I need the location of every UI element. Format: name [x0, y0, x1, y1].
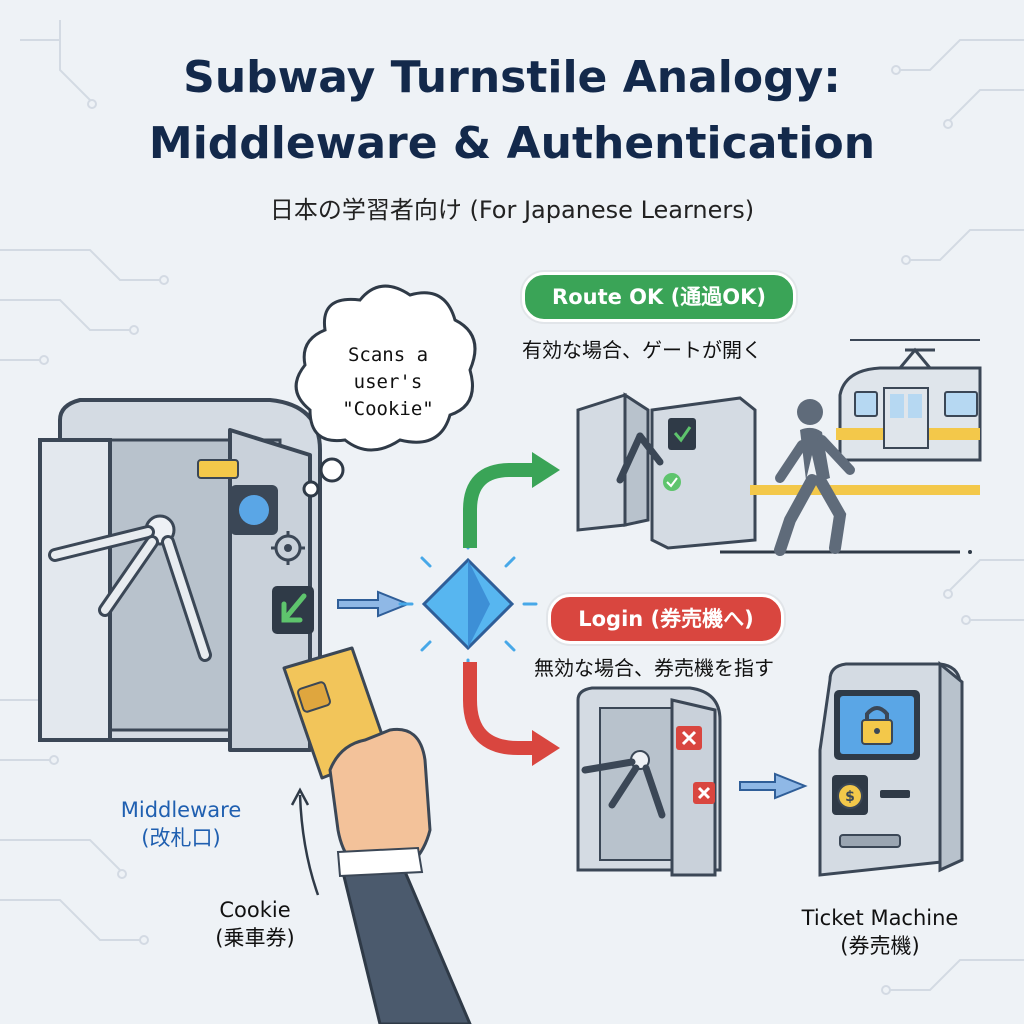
ticket-machine-label-line-1: Ticket Machine	[801, 906, 959, 930]
ticket-machine-label-line-2: (券売機)	[840, 934, 920, 958]
ticket-machine: $	[818, 660, 964, 877]
thought-bubble	[294, 284, 477, 498]
x-mark-icon	[681, 730, 697, 746]
arrow-to-decision	[337, 590, 411, 618]
lock-icon	[861, 706, 893, 745]
circuit-decoration	[0, 20, 1024, 995]
cookie-label-line-1: Cookie	[219, 898, 291, 922]
walking-person	[774, 399, 855, 556]
main-turnstile	[38, 398, 322, 752]
check-icon	[673, 426, 692, 443]
title-line-1: Subway Turnstile Analogy:	[183, 52, 841, 103]
success-badge: Route OK (通過OK)	[522, 272, 796, 322]
middleware-label: Middleware (改札口)	[86, 796, 276, 852]
failure-badge: Login (券売機へ)	[548, 594, 784, 644]
svg-text:$: $	[845, 789, 855, 805]
middleware-label-line-1: Middleware	[120, 798, 242, 822]
failure-arrowhead	[532, 730, 560, 766]
middleware-label-line-2: (改札口)	[141, 826, 221, 850]
cookie-label-line-2: (乗車券)	[215, 926, 295, 950]
ticket-machine-label: Ticket Machine (券売機)	[770, 904, 990, 960]
subtitle: 日本の学習者向け (For Japanese Learners)	[269, 196, 755, 224]
arrow-to-ticket-machine	[739, 772, 808, 800]
open-gate	[576, 392, 757, 550]
failure-caption: 無効な場合、券売機を指す	[534, 656, 774, 680]
coin-icon: $	[837, 783, 863, 809]
success-path	[463, 463, 536, 548]
bubble-line-1: Scans a	[347, 344, 429, 366]
arrow-down-left-icon	[281, 593, 307, 623]
middleware-pointer-arrow	[298, 794, 320, 896]
train	[720, 339, 982, 554]
gear-icon	[271, 531, 305, 565]
title-line-2: Middleware & Authentication	[148, 118, 876, 169]
success-caption: 有効な場合、ゲートが開く	[522, 338, 762, 362]
bubble-text: Scans a user's "Cookie"	[318, 342, 458, 423]
bubble-line-3: "Cookie"	[342, 398, 434, 420]
decision-diamond	[398, 534, 538, 674]
cookie-label: Cookie (乗車券)	[180, 896, 330, 952]
bubble-line-2: user's	[353, 371, 423, 393]
success-arrowhead	[532, 452, 560, 488]
failure-path	[463, 662, 536, 755]
closed-gate	[576, 686, 722, 877]
hand	[328, 727, 472, 1024]
